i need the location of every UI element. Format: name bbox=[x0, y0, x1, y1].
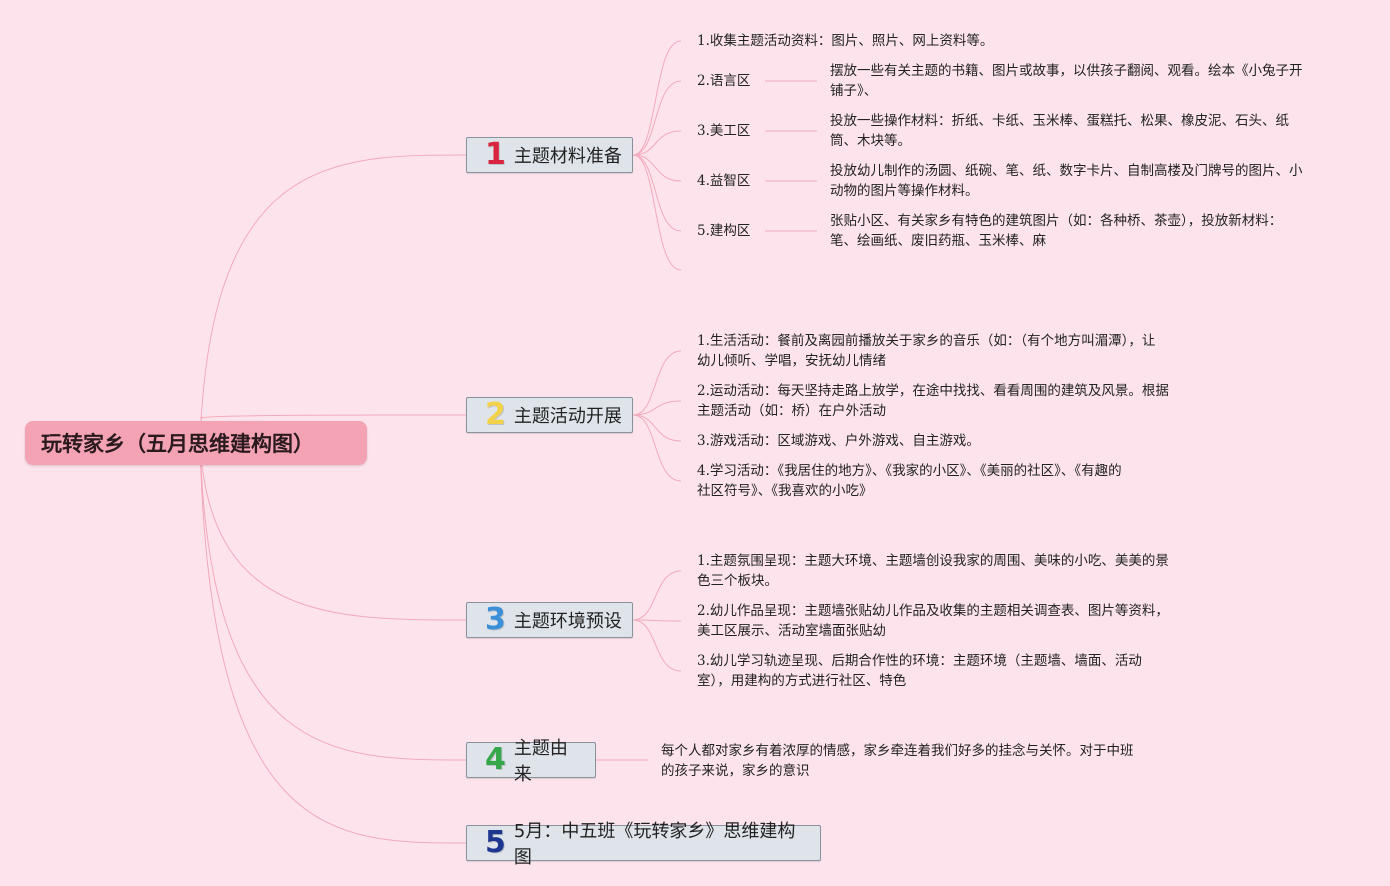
topic-label: 主题环境预设 bbox=[513, 611, 622, 632]
connector-topic-leaf bbox=[632, 130, 682, 156]
leaf-item[interactable]: 1.收集主题活动资料：图片、照片、网上资料等。 bbox=[697, 33, 994, 49]
connector-topic-leaf bbox=[632, 570, 682, 621]
topic-label: 主题由来 bbox=[513, 738, 568, 785]
topic-label: 5月：中五班《玩转家乡》思维建构图 bbox=[513, 821, 796, 868]
leaf-item[interactable]: 4.学习活动：《我居住的地方》、《我家的小区》、《美丽的社区》、《有趣的社区符号… bbox=[697, 463, 1122, 499]
leaf-item[interactable]: 3.幼儿学习轨迹呈现、后期合作性的环境：主题环境（主题墙、墙面、活动室），用建构… bbox=[697, 653, 1142, 689]
connector-topic-leaf bbox=[632, 80, 682, 156]
topic-label: 主题材料准备 bbox=[513, 146, 622, 167]
leaf-item[interactable]: 4.益智区 bbox=[697, 173, 751, 189]
connector-root-topic bbox=[199, 442, 467, 761]
root-title: 玩转家乡（五月思维建构图） bbox=[41, 432, 314, 456]
connector-topic-leaf bbox=[632, 154, 682, 182]
topic-summary[interactable]: 5 5月：中五班《玩转家乡》思维建构图 bbox=[466, 821, 821, 868]
number-1-icon: 1 bbox=[485, 137, 506, 172]
leaf-detail[interactable]: 摆放一些有关主题的书籍、图片或故事，以供孩子翻阅、观看。绘本《小兔子开铺子》、 bbox=[830, 63, 1303, 99]
connector-topic-leaf bbox=[632, 619, 682, 672]
leaf-item[interactable]: 1.生活活动：餐前及离园前播放关于家乡的音乐（如：（有个地方叫湄潭），让幼儿倾听… bbox=[697, 333, 1156, 369]
connector-root-topic bbox=[199, 154, 467, 444]
connector-topic-leaf bbox=[632, 350, 682, 416]
connector-root-topic bbox=[199, 414, 467, 419]
connector-topic-leaf bbox=[632, 400, 682, 416]
leaf-item[interactable]: 3.游戏活动：区域游戏、户外游戏、自主游戏。 bbox=[697, 433, 980, 449]
connector-topic-leaf bbox=[632, 414, 682, 442]
leaf-item[interactable]: 2.语言区 bbox=[697, 73, 751, 89]
connector-topic-leaf bbox=[632, 414, 682, 482]
connector-topic-leaf bbox=[632, 619, 682, 622]
leaf-detail[interactable]: 投放一些操作材料：折纸、卡纸、玉米棒、蛋糕托、松果、橡皮泥、石头、纸筒、木块等。 bbox=[830, 113, 1289, 149]
topic-origin[interactable]: 4 主题由来 bbox=[466, 738, 596, 785]
leaf-detail[interactable]: 投放幼儿制作的汤圆、纸碗、笔、纸、数字卡片、自制高楼及门牌号的图片、小动物的图片… bbox=[830, 163, 1303, 199]
topic-activities[interactable]: 2 主题活动开展 bbox=[466, 397, 633, 433]
number-5-icon: 5 bbox=[485, 825, 506, 860]
leaf-item[interactable]: 5.建构区 bbox=[697, 223, 751, 239]
topic-label: 主题活动开展 bbox=[513, 406, 622, 427]
number-4-icon: 4 bbox=[485, 742, 506, 777]
connector-root-topic bbox=[199, 442, 467, 844]
leaf-item[interactable]: 每个人都对家乡有着浓厚的情感，家乡牵连着我们好多的挂念与关怀。对于中班的孩子来说… bbox=[661, 743, 1134, 779]
connector-root-topic bbox=[199, 442, 467, 621]
root-topic[interactable]: 玩转家乡（五月思维建构图） bbox=[25, 421, 367, 465]
connector-topic-leaf bbox=[632, 40, 682, 156]
leaf-detail[interactable]: 张贴小区、有关家乡有特色的建筑图片（如：各种桥、茶壶），投放新材料：笔、绘画纸、… bbox=[830, 213, 1283, 249]
leaf-item[interactable]: 2.运动活动：每天坚持走路上放学，在途中找找、看看周围的建筑及风景。根据主题活动… bbox=[697, 383, 1169, 419]
leaf-item[interactable]: 2.幼儿作品呈现：主题墙张贴幼儿作品及收集的主题相关调查表、图片等资料，美工区展… bbox=[697, 603, 1169, 639]
topic-environment[interactable]: 3 主题环境预设 bbox=[466, 602, 633, 638]
number-2-icon: 2 bbox=[485, 397, 506, 432]
leaf-item[interactable]: 1.主题氛围呈现：主题大环境、主题墙创设我家的周围、美味的小吃、美美的景色三个板… bbox=[697, 553, 1169, 589]
topic-materials[interactable]: 1 主题材料准备 bbox=[466, 137, 633, 173]
number-3-icon: 3 bbox=[485, 602, 506, 637]
leaf-item[interactable]: 3.美工区 bbox=[697, 123, 751, 139]
connector-topic-leaf bbox=[632, 154, 682, 232]
connector-topic-leaf bbox=[632, 154, 682, 271]
